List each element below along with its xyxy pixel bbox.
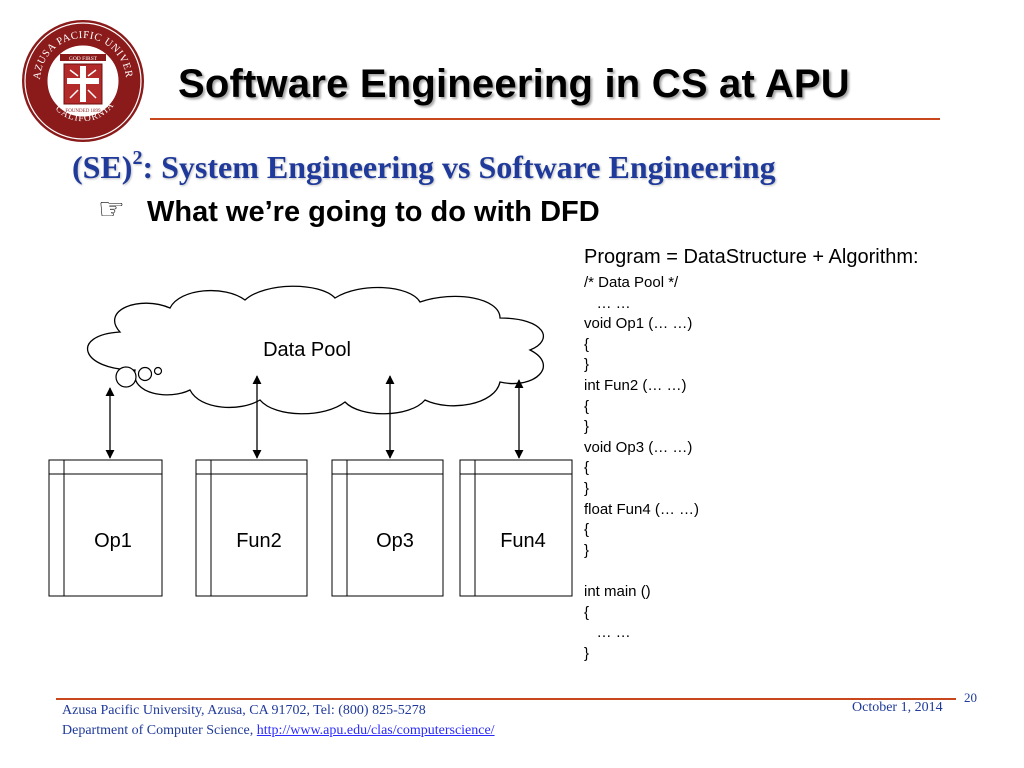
department-link[interactable]: http://www.apu.edu/clas/computerscience/ — [256, 723, 495, 738]
data-pool-cloud — [87, 285, 544, 415]
process-box-op3 — [331, 459, 444, 597]
footer-department: Department of Computer Science, http://w… — [62, 723, 495, 739]
code-line: { — [584, 397, 590, 415]
title-divider — [150, 118, 940, 120]
subtitle-rest: : System Engineering vs Software Enginee… — [142, 149, 776, 185]
code-line: … … — [584, 294, 631, 312]
code-line: … … — [584, 624, 631, 642]
dfd-diagram: Data Pool Op1 Fun2 Op3 Fun4 — [48, 285, 573, 597]
process-box-fun4 — [459, 459, 573, 597]
process-box-fun2 — [195, 459, 308, 597]
box-label-fun2: Fun2 — [236, 530, 282, 552]
code-line: float Fun4 (… …) — [584, 500, 700, 518]
code-line: { — [584, 603, 590, 621]
svg-text:FOUNDED 1899: FOUNDED 1899 — [65, 109, 101, 114]
code-line: } — [584, 541, 590, 559]
footer-date: October 1, 2014 — [852, 700, 943, 715]
data-pool-label: Data Pool — [263, 339, 351, 361]
code-line — [584, 561, 699, 582]
code-line: { — [584, 521, 590, 539]
thought-bubble-large — [115, 366, 137, 388]
box-label-fun4: Fun4 — [500, 530, 546, 552]
box-label-op1: Op1 — [94, 530, 132, 552]
page-number: 20 — [964, 690, 977, 705]
pointing-hand-icon: ☞ — [98, 193, 125, 226]
thought-bubble-small — [153, 366, 163, 376]
bullet-text: What we’re going to do with DFD — [147, 196, 600, 228]
subtitle-superscript: 2 — [132, 147, 143, 169]
code-line: void Op3 (… …) — [584, 438, 693, 456]
box-label-op3: Op3 — [376, 530, 414, 552]
process-box-op1 — [48, 459, 163, 597]
code-line: } — [584, 644, 590, 662]
code-line: { — [584, 335, 590, 353]
university-seal-logo: AZUSA PACIFIC UNIVERSITY CALIFORNIA GOD … — [20, 18, 144, 142]
code-line: /* Data Pool */ — [584, 274, 679, 291]
footer-divider — [56, 698, 956, 700]
code-line: } — [584, 479, 590, 497]
thought-bubble-medium — [137, 366, 153, 382]
code-line: { — [584, 459, 590, 477]
slide-subtitle: (SE)2: System Engineering vs Software En… — [72, 147, 776, 186]
code-heading: Program = DataStructure + Algorithm: — [584, 246, 919, 268]
code-line: int main () — [584, 582, 651, 600]
code-line: int Fun2 (… …) — [584, 376, 687, 394]
footer-address: Azusa Pacific University, Azusa, CA 9170… — [62, 703, 426, 718]
code-line: } — [584, 356, 590, 374]
code-line: } — [584, 418, 590, 436]
subtitle-main: (SE) — [72, 149, 133, 185]
svg-text:GOD FIRST: GOD FIRST — [69, 56, 98, 62]
slide-title: Software Engineering in CS at APU — [178, 62, 850, 106]
code-line: void Op1 (… …) — [584, 315, 693, 333]
code-listing: /* Data Pool */ … … void Op1 (… …) {} int F… — [584, 273, 699, 664]
footer-dept-prefix: Department of Computer Science, — [62, 723, 257, 738]
